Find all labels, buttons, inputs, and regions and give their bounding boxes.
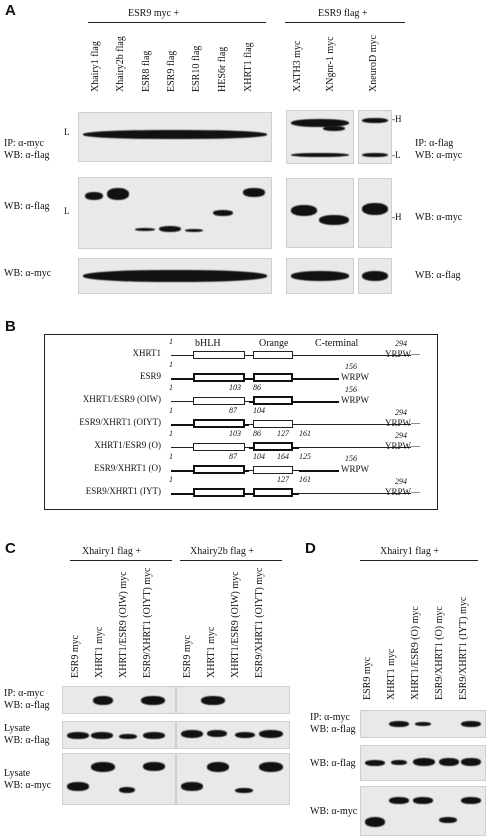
row-a2-label: WB: α-flag xyxy=(4,201,50,212)
blot-a-row3-right xyxy=(358,258,392,294)
blot-c-row3-right xyxy=(176,753,290,805)
marker-l-row1: L xyxy=(64,127,70,137)
panel-a-group1-underline xyxy=(88,22,266,23)
lane-label-a1-2: Xhairy2b flag xyxy=(115,36,126,92)
blot-c-row1-left xyxy=(62,686,176,714)
blot-a-row2-right xyxy=(358,178,392,248)
lane-label-a1-6: HES6r flag xyxy=(217,46,228,92)
panel-a-group1-header: ESR9 myc + xyxy=(128,8,180,19)
lane-label-a2-1: XATH3 myc xyxy=(292,40,303,92)
marker-h-row2: -H xyxy=(392,212,402,222)
lane-label-c2-2: XHRT1 myc xyxy=(206,626,217,678)
blot-a-row1-right xyxy=(358,110,392,164)
panel-c-group2-header: Xhairy2b flag + xyxy=(190,546,254,557)
panel-d-letter: D xyxy=(305,540,316,557)
blot-a-row2-left xyxy=(78,177,272,249)
construct-diagram-box: bHLH Orange C-terminal XHRT1 1 294 YRPW—… xyxy=(44,334,438,510)
lane-label-d-4: ESR9/XHRT1 (O) myc xyxy=(434,606,445,700)
domain-orange-label: Orange xyxy=(259,338,289,349)
domain-cterminal-label: C-terminal xyxy=(315,338,359,349)
lane-label-c2-1: ESR9 myc xyxy=(182,634,193,678)
lane-label-a1-1: Xhairy1 flag xyxy=(90,41,101,92)
panel-d-header: Xhairy1 flag + xyxy=(380,546,439,557)
domain-bhlh-label: bHLH xyxy=(195,338,221,349)
panel-c-letter: C xyxy=(5,540,16,557)
lane-label-d-2: XHRT1 myc xyxy=(386,648,397,700)
construct-name: XHRT1 xyxy=(132,348,161,358)
lane-label-c1-1: ESR9 myc xyxy=(70,634,81,678)
blot-a-row1-mid xyxy=(286,110,354,164)
panel-a-group2-header: ESR9 flag + xyxy=(318,8,368,19)
lane-label-a1-3: ESR8 flag xyxy=(141,50,152,92)
lane-label-d-3: XHRT1/ESR9 (O) myc xyxy=(410,606,421,700)
row-a2-right-label: WB: α-myc xyxy=(415,212,463,223)
blot-d-row2 xyxy=(360,745,486,781)
marker-h-row1: -H xyxy=(392,114,402,124)
blot-a-row3-left xyxy=(78,258,272,294)
lane-label-d-1: ESR9 myc xyxy=(362,656,373,700)
lane-label-c1-2: XHRT1 myc xyxy=(94,626,105,678)
lane-label-c1-4: ESR9/XHRT1 (OIYT) myc xyxy=(142,567,153,679)
blot-a-row3-mid xyxy=(286,258,354,294)
row-a3-right-label: WB: α-flag xyxy=(415,270,461,281)
marker-lr-row1: -L xyxy=(392,150,401,160)
marker-l-row2: L xyxy=(64,206,70,216)
lane-label-c1-3: XHRT1/ESR9 (OIW) myc xyxy=(118,571,129,678)
panel-b-letter: B xyxy=(5,318,16,335)
lane-label-a1-5: ESR10 flag xyxy=(191,45,202,92)
lane-label-a1-7: XHRT1 flag xyxy=(243,42,254,92)
lane-label-a2-2: XNgnr-1 myc xyxy=(325,36,336,92)
panel-a-letter: A xyxy=(5,2,16,19)
blot-a-row2-mid xyxy=(286,178,354,248)
panel-c-group1-header: Xhairy1 flag + xyxy=(82,546,141,557)
lane-label-c2-4: ESR9/XHRT1 (OIYT) myc xyxy=(254,567,265,679)
row-d3-label: WB: α-myc xyxy=(310,806,358,817)
lane-label-a1-4: ESR9 flag xyxy=(166,50,177,92)
blot-d-row1 xyxy=(360,710,486,738)
blot-c-row3-left xyxy=(62,753,176,805)
blot-c-row1-right xyxy=(176,686,290,714)
blot-c-row2-right xyxy=(176,721,290,749)
lane-label-c2-3: XHRT1/ESR9 (OIW) myc xyxy=(230,571,241,678)
lane-label-d-5: ESR9/XHRT1 (IYT) myc xyxy=(458,596,469,700)
row-a3-label: WB: α-myc xyxy=(4,268,52,279)
blot-c-row2-left xyxy=(62,721,176,749)
blot-d-row3 xyxy=(360,786,486,836)
lane-label-a2-3: XneuroD myc xyxy=(368,35,379,92)
panel-a-group2-underline xyxy=(285,22,405,23)
blot-a-row1-left xyxy=(78,112,272,162)
row-d2-label: WB: α-flag xyxy=(310,758,356,769)
